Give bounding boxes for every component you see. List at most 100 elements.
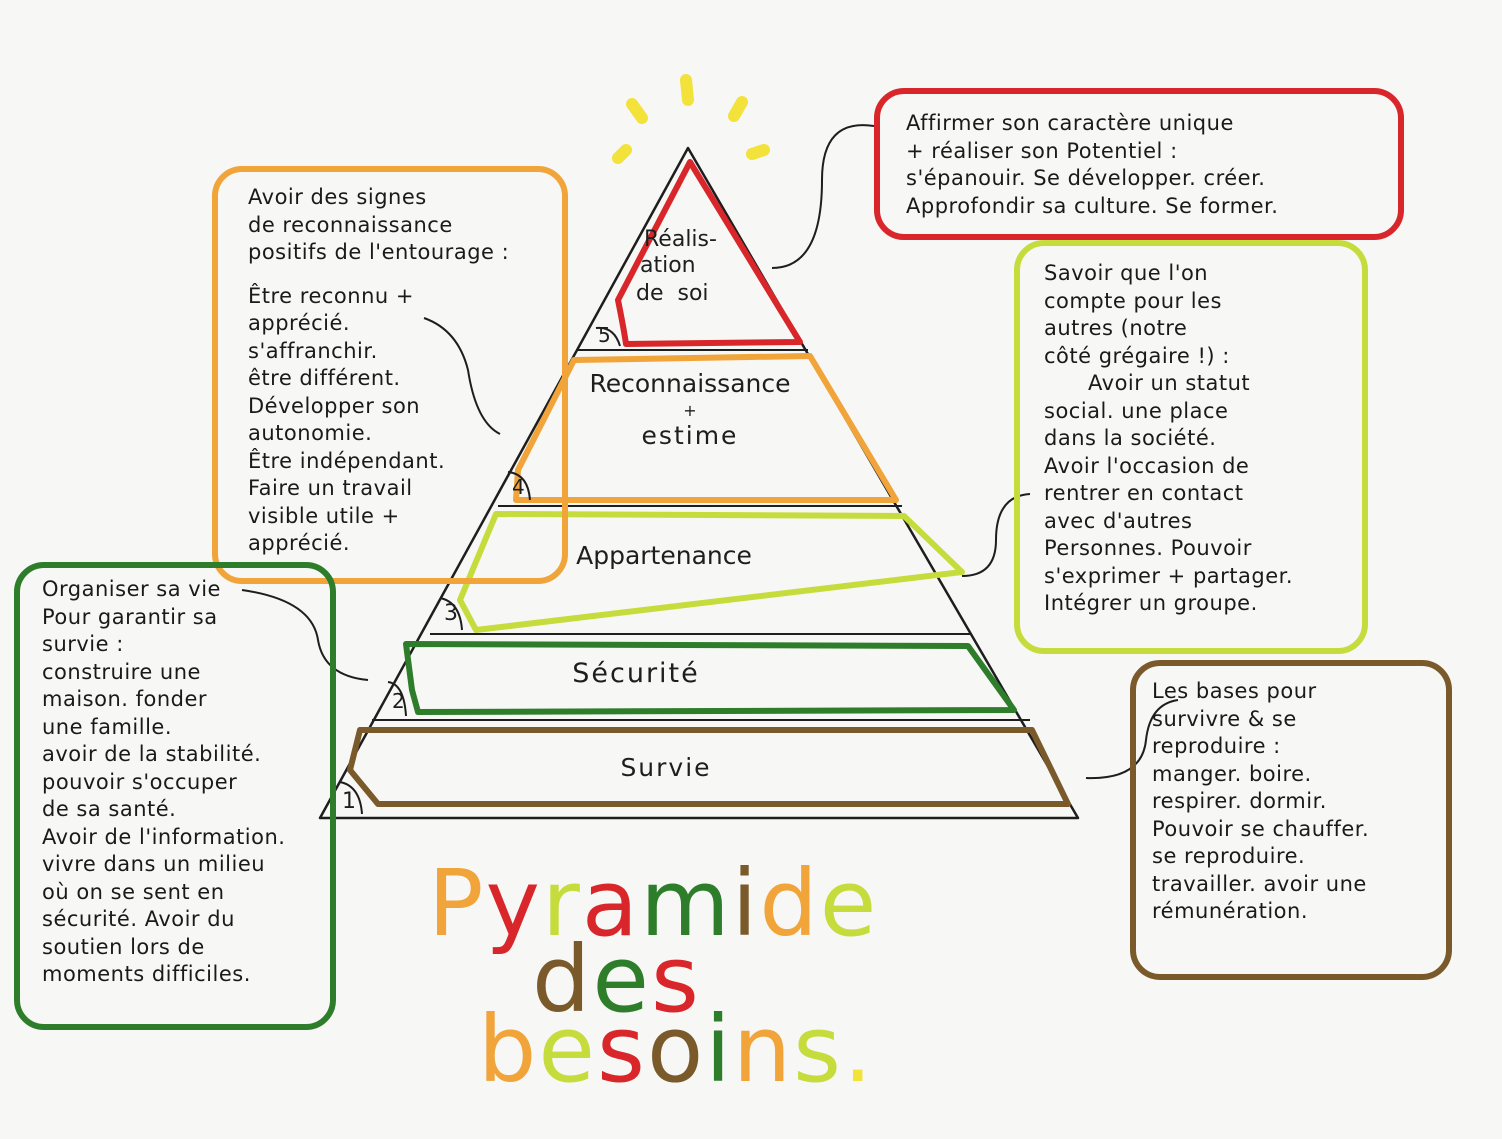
title-letter: r (541, 850, 582, 957)
title-letter: e (819, 850, 879, 957)
level-3-bracket (439, 597, 463, 631)
note-line: Avoir l'occasion de (1044, 453, 1250, 478)
note-line: Être indépendant. (248, 448, 446, 473)
sun-ray (728, 96, 748, 122)
note-line: dans la société. (1044, 426, 1217, 450)
note-line: rentrer en contact (1044, 481, 1244, 505)
note-line: soutien lors de (42, 934, 205, 959)
note-line: Personnes. Pouvoir (1044, 536, 1252, 560)
level-1-label: Survie (620, 753, 711, 782)
level-4-label-line2: estime (642, 421, 739, 450)
note-line: autonomie. (248, 421, 373, 445)
note-line: compte pour les (1044, 288, 1223, 313)
connector-realisation (771, 124, 875, 269)
connector-appartenance (961, 493, 1031, 577)
note-line: avoir de la stabilité. (42, 742, 262, 766)
note-line: être différent. (248, 366, 401, 390)
note-line: rémunération. (1152, 899, 1308, 923)
note-line: Développer son (248, 393, 421, 418)
note-line: survie : (42, 632, 124, 656)
note-line: s'exprimer + partager. (1044, 563, 1294, 588)
title-line-2: des (532, 934, 701, 1026)
note-survie: Les bases pour survivre & se reproduire : m… (1130, 660, 1452, 980)
level-4-plus: + (683, 401, 696, 420)
note-gap (248, 267, 509, 283)
level-number-2: 2 (392, 689, 405, 713)
note-line: Intégrer un groupe. (1044, 591, 1258, 615)
tier-5-band (615, 159, 803, 347)
level-3-label: Appartenance (576, 541, 752, 570)
note-line: reproduire : (1152, 734, 1281, 758)
note-line: respirer. dormir. (1152, 789, 1327, 813)
title-letter: P (428, 850, 486, 957)
note-line: manger. boire. (1152, 761, 1312, 786)
note-line: visible utile + (248, 503, 400, 528)
title-letter: i (705, 996, 733, 1103)
tier-4-band (513, 353, 899, 503)
title-dot: . (843, 996, 875, 1103)
sun-rays (612, 74, 770, 164)
note-line: Pour garantir sa (42, 604, 218, 629)
level-5-label-line2: ation (640, 253, 696, 278)
note-reconnaissance: Avoir des signes de reconnaissance positif… (212, 166, 568, 584)
title-letter: i (731, 850, 760, 957)
sun-ray (680, 74, 694, 106)
title-letter: d (759, 850, 820, 957)
note-line: une famille. (42, 714, 173, 739)
level-2-label: Sécurité (572, 658, 700, 689)
note-line: de sa santé. (42, 797, 177, 821)
note-line: Avoir de l'information. (42, 824, 286, 849)
connector-survie (1085, 699, 1179, 780)
title-letter: e (538, 996, 598, 1103)
note-line: où on se sent en (42, 879, 225, 904)
note-line: Savoir que l'on (1044, 261, 1209, 285)
note-line: sécurité. Avoir du (42, 907, 235, 931)
level-1-bracket (339, 781, 363, 815)
level-number-3: 3 (444, 601, 458, 626)
note-line: Avoir un statut (1088, 371, 1251, 395)
note-realisation: Affirmer son caractère unique+ réaliser … (874, 88, 1404, 240)
level-2-bracket (387, 681, 407, 717)
level-number-4: 4 (512, 475, 525, 499)
tier-1-band (347, 727, 1071, 807)
note-line: maison. fonder (42, 687, 208, 711)
note-line: Faire un travail (248, 476, 413, 500)
note-line: moments difficiles. (42, 962, 251, 986)
note-line: Organiser sa vie (42, 577, 221, 601)
sun-ray (746, 144, 770, 160)
level-number-1: 1 (342, 789, 356, 814)
sun-ray (626, 98, 648, 124)
note-line: Avoir des signes (248, 185, 427, 209)
note-line: s'épanouir. Se développer. créer. (906, 166, 1266, 190)
note-line: apprécié. (248, 311, 351, 335)
title-letter: s (597, 996, 647, 1103)
note-realisation-text: Affirmer son caractère unique+ réaliser … (906, 110, 1278, 220)
note-line: positifs de l'entourage : (248, 240, 510, 264)
note-line: apprécié. (248, 531, 351, 555)
title-letter: d (532, 926, 593, 1033)
level-number-5: 5 (598, 323, 611, 347)
note-survie-text: Les bases pour survivre & se reproduire : m… (1152, 678, 1369, 926)
level-4-label: Reconnaissance (590, 369, 791, 398)
level-5-bracket (595, 326, 621, 347)
title-letter: y (485, 850, 542, 957)
level-5-label-line3: de soi (636, 281, 709, 306)
note-line: vivre dans un milieu (42, 852, 266, 876)
note-line: de reconnaissance (248, 212, 453, 237)
note-line: Les bases pour (1152, 679, 1317, 703)
tier-2-band (403, 641, 1017, 715)
title-letter: s (651, 926, 701, 1033)
connector-reconnaissance (423, 317, 501, 435)
note-line: Approfondir sa culture. Se former. (906, 193, 1279, 218)
note-line: + réaliser son Potentiel : (906, 138, 1178, 163)
note-line: s'affranchir. (248, 338, 378, 363)
note-line: travailler. avoir une (1152, 871, 1367, 896)
note-reconnaissance-text: Avoir des signes de reconnaissance positif… (248, 184, 509, 558)
connector-securite (241, 589, 369, 681)
note-line: survivre & se (1152, 706, 1297, 731)
